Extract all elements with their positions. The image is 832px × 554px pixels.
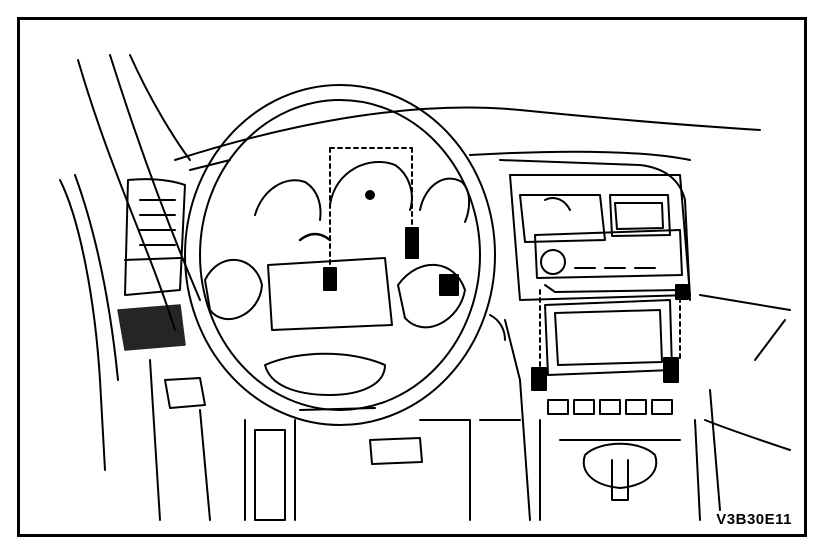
a-pillar-lines bbox=[59, 54, 201, 471]
center-display bbox=[531, 284, 689, 391]
left-vent bbox=[124, 178, 186, 296]
left-switch-cluster bbox=[117, 304, 186, 351]
steering-column bbox=[244, 419, 296, 521]
center-stack bbox=[509, 174, 691, 301]
pedal-area bbox=[369, 419, 521, 521]
center-console bbox=[539, 419, 701, 521]
instrument-cluster bbox=[254, 160, 471, 223]
dashboard-top bbox=[174, 106, 761, 301]
airbag-bolts bbox=[323, 147, 459, 296]
steering-wheel bbox=[184, 84, 496, 426]
figure-code: V3B30E11 bbox=[716, 511, 792, 528]
climate-buttons bbox=[547, 399, 673, 415]
dashboard-right-trim bbox=[489, 314, 531, 521]
lower-left-panel bbox=[149, 359, 211, 521]
right-door-lines bbox=[699, 294, 791, 511]
